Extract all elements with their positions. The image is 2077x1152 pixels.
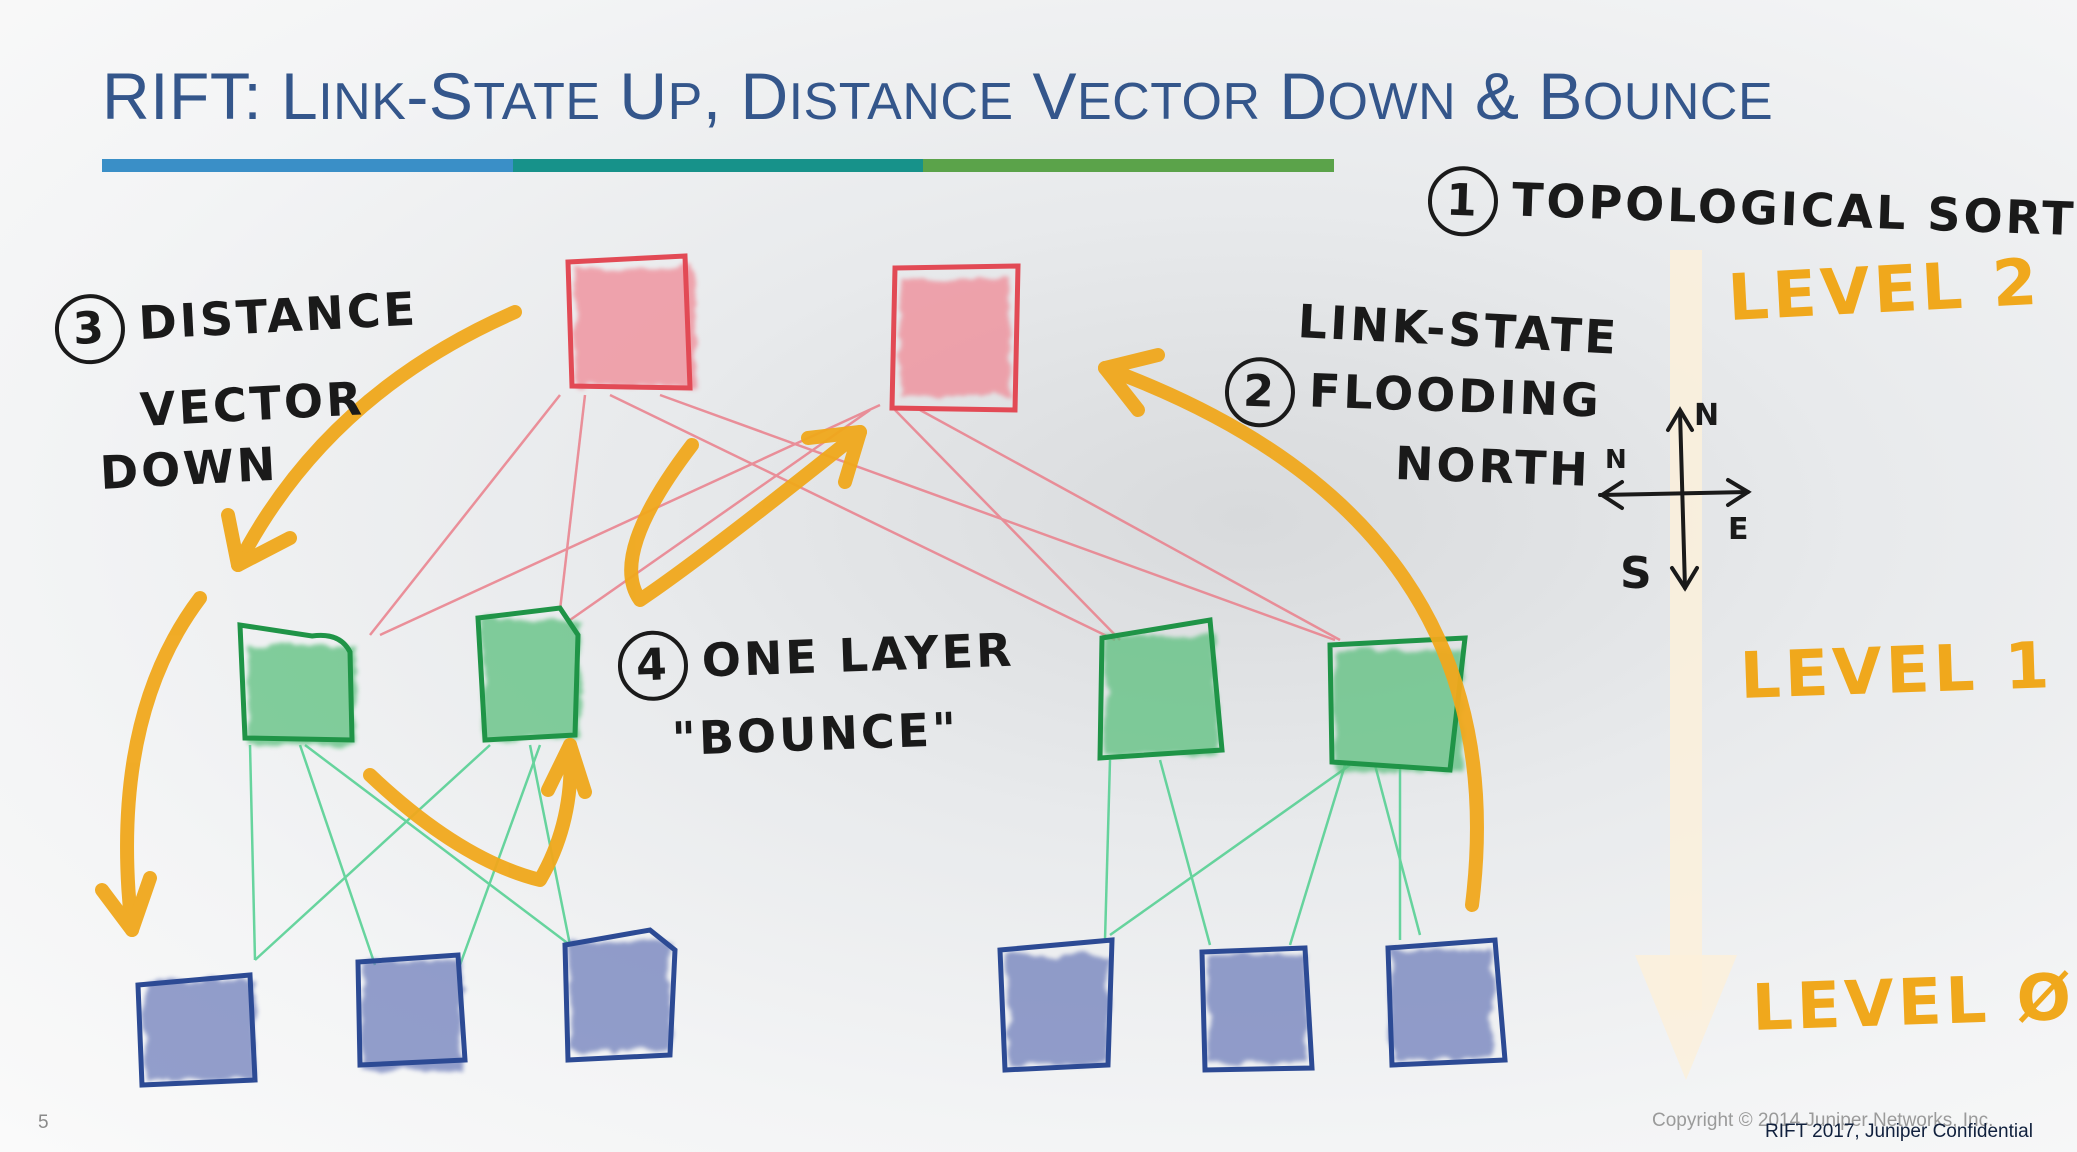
compass-icon [1598,406,1752,592]
annotation-distance-down: DOWN [99,437,280,500]
distance-vector-arrow-2 [95,591,207,937]
level2-node [565,253,695,391]
link [659,393,1336,642]
annotation-bounce-quote: "BOUNCE" [671,702,960,766]
bounce-arrow-lower [363,738,592,887]
link [1103,759,1112,941]
level1-node [1327,635,1468,773]
level0-node [135,972,258,1088]
level0-node [355,952,468,1070]
annotation-text: DISTANCE [137,281,420,351]
compass-label-west: N [1605,445,1630,475]
page-number: 5 [38,1112,49,1133]
level-label-1: LEVEL 1 [1738,629,2055,714]
level1-node [475,605,581,743]
annotation-text: FLOODING [1308,363,1603,428]
links-level2-level1 [369,393,1341,642]
link [1373,764,1422,936]
step-number: 3 [53,292,127,366]
level1-node [237,622,356,745]
link [298,744,377,966]
title-underline [102,159,1335,172]
level0-node [1199,945,1315,1073]
level-label-0: LEVEL Ø [1750,960,2077,1046]
link [248,744,257,961]
link [254,744,491,961]
title-underline-green [923,159,1335,172]
link [304,744,571,946]
annotation-text: NORTH [1394,436,1592,497]
level0-node [1385,937,1508,1068]
link [379,403,881,637]
level2-node [889,263,1021,413]
link [1109,763,1351,937]
linkstate-flooding-arrow [1098,348,1484,912]
link [609,393,1116,642]
level0-node [997,937,1115,1073]
copyright-text: Copyright © 2014 Juniper Networks, Inc. [1652,1110,1994,1131]
link [1288,764,1347,946]
step-number: 4 [616,629,690,702]
link [894,409,1121,641]
slide-title: RIFT: LINK-STATE UP, DISTANCE VECTOR DOW… [102,59,1774,133]
link [369,394,561,636]
annotation-linkstate-north: NORTH [1394,436,1592,497]
compass-label-east: E [1728,512,1752,547]
link [458,744,542,966]
step-number: 2 [1223,356,1297,429]
link [558,394,587,611]
annotation-text: "BOUNCE" [671,701,960,766]
level1-node [1097,617,1225,761]
compass-label-north: N [1694,398,1723,433]
links-level1-level0 [248,744,1422,966]
compass-label-south: S [1620,548,1655,599]
annotation-text: DOWN [98,436,280,500]
title-underline-teal [512,159,924,172]
level0-node [562,927,678,1063]
link [1158,759,1212,946]
distance-vector-arrow-1 [221,305,522,572]
step-number: 1 [1426,165,1500,238]
annotation-text: ONE LAYER [700,622,1016,688]
bounce-arrow-upper [624,425,867,607]
title-underline-blue [102,159,513,172]
confidential-text: RIFT 2017, Juniper Confidential [1765,1121,2033,1142]
link [569,408,871,622]
level-axis-arrow [1635,250,1737,1080]
link [919,408,1341,642]
